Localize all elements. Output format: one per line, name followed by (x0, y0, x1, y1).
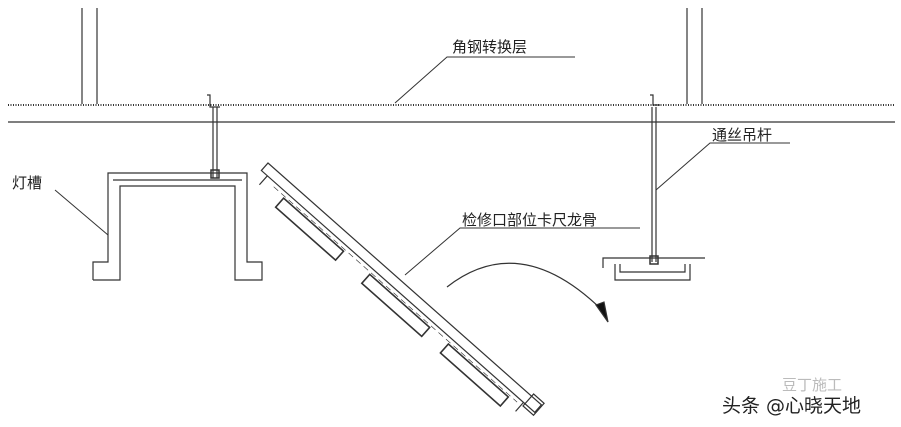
label-transfer-layer: 角钢转换层 (452, 38, 528, 56)
label-light-trough: 灯槽 (12, 174, 43, 192)
label-access-keel: 检修口部位卡尺龙骨 (462, 211, 598, 229)
light-trough (92, 172, 263, 281)
walls (81, 8, 703, 104)
watermark-author: 头条 @心晓天地 (722, 395, 862, 417)
label-threaded-rod: 通丝吊杆 (712, 126, 773, 144)
access-panel-keel (258, 162, 545, 417)
leaders (54, 56, 790, 276)
right-hanger (602, 94, 705, 281)
left-hanger (207, 94, 220, 179)
slab (8, 104, 895, 123)
watermark-source: 豆丁施工 (782, 376, 843, 394)
rotation-arrow (446, 262, 609, 323)
